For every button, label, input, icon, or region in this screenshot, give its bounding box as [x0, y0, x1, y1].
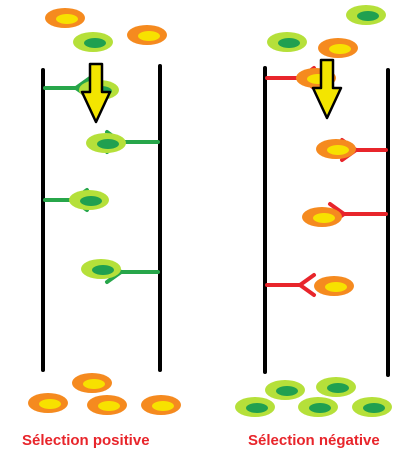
right-bound-cell-4 [314, 276, 354, 296]
left-bound-cell-4-nucleus [92, 265, 114, 275]
right-flow-arrow-icon [311, 58, 343, 120]
right-bound-cell-2-nucleus [327, 145, 349, 155]
left-bottom-cell-2 [28, 393, 68, 413]
right-top-cell-1 [346, 5, 386, 25]
right-bottom-cell-5 [352, 397, 392, 417]
left-bottom-cell-4-nucleus [152, 401, 174, 411]
left-top-cell-1 [45, 8, 85, 28]
right-bound-cell-3 [302, 207, 342, 227]
left-bottom-cell-4 [141, 395, 181, 415]
right-top-cell-3-nucleus [329, 44, 351, 54]
left-top-cell-2 [73, 32, 113, 52]
caption-positive-selection: Sélection positive [22, 432, 150, 449]
right-top-cell-2 [267, 32, 307, 52]
left-bound-cell-3 [69, 190, 109, 210]
left-bottom-cell-1-nucleus [83, 379, 105, 389]
right-receptor-3-arm-upper [328, 202, 346, 216]
right-bottom-cell-3 [235, 397, 275, 417]
right-bottom-cell-5-nucleus [363, 403, 385, 413]
right-receptor-4-arm-upper [298, 273, 316, 287]
left-bottom-cell-1 [72, 373, 112, 393]
left-bound-cell-4 [81, 259, 121, 279]
left-bottom-cell-3-nucleus [98, 401, 120, 411]
left-top-cell-3-nucleus [138, 31, 160, 41]
right-top-cell-3 [318, 38, 358, 58]
right-bottom-cell-4 [298, 397, 338, 417]
left-bound-cell-2 [86, 133, 126, 153]
right-bottom-cell-1-nucleus [276, 386, 298, 396]
right-bottom-cell-1 [265, 380, 305, 400]
right-bound-cell-2 [316, 139, 356, 159]
right-top-cell-1-nucleus [357, 11, 379, 21]
left-receptor-1-arm-upper [74, 76, 92, 90]
left-bottom-cell-3 [87, 395, 127, 415]
left-top-cell-2-nucleus [84, 38, 106, 48]
left-flow-arrow-icon [80, 62, 112, 124]
right-bottom-cell-2-nucleus [327, 383, 349, 393]
right-top-cell-2-nucleus [278, 38, 300, 48]
right-bound-cell-4-nucleus [325, 282, 347, 292]
right-bound-cell-3-nucleus [313, 213, 335, 223]
right-bottom-cell-2 [316, 377, 356, 397]
right-bottom-cell-4-nucleus [309, 403, 331, 413]
caption-negative-selection: Sélection négative [248, 432, 380, 449]
left-bound-cell-3-nucleus [80, 196, 102, 206]
left-top-cell-1-nucleus [56, 14, 78, 24]
right-bottom-cell-3-nucleus [246, 403, 268, 413]
right-receptor-4-arm-lower [298, 283, 316, 297]
left-top-cell-3 [127, 25, 167, 45]
left-bound-cell-2-nucleus [97, 139, 119, 149]
left-bottom-cell-2-nucleus [39, 399, 61, 409]
right-receptor-4 [265, 273, 316, 297]
